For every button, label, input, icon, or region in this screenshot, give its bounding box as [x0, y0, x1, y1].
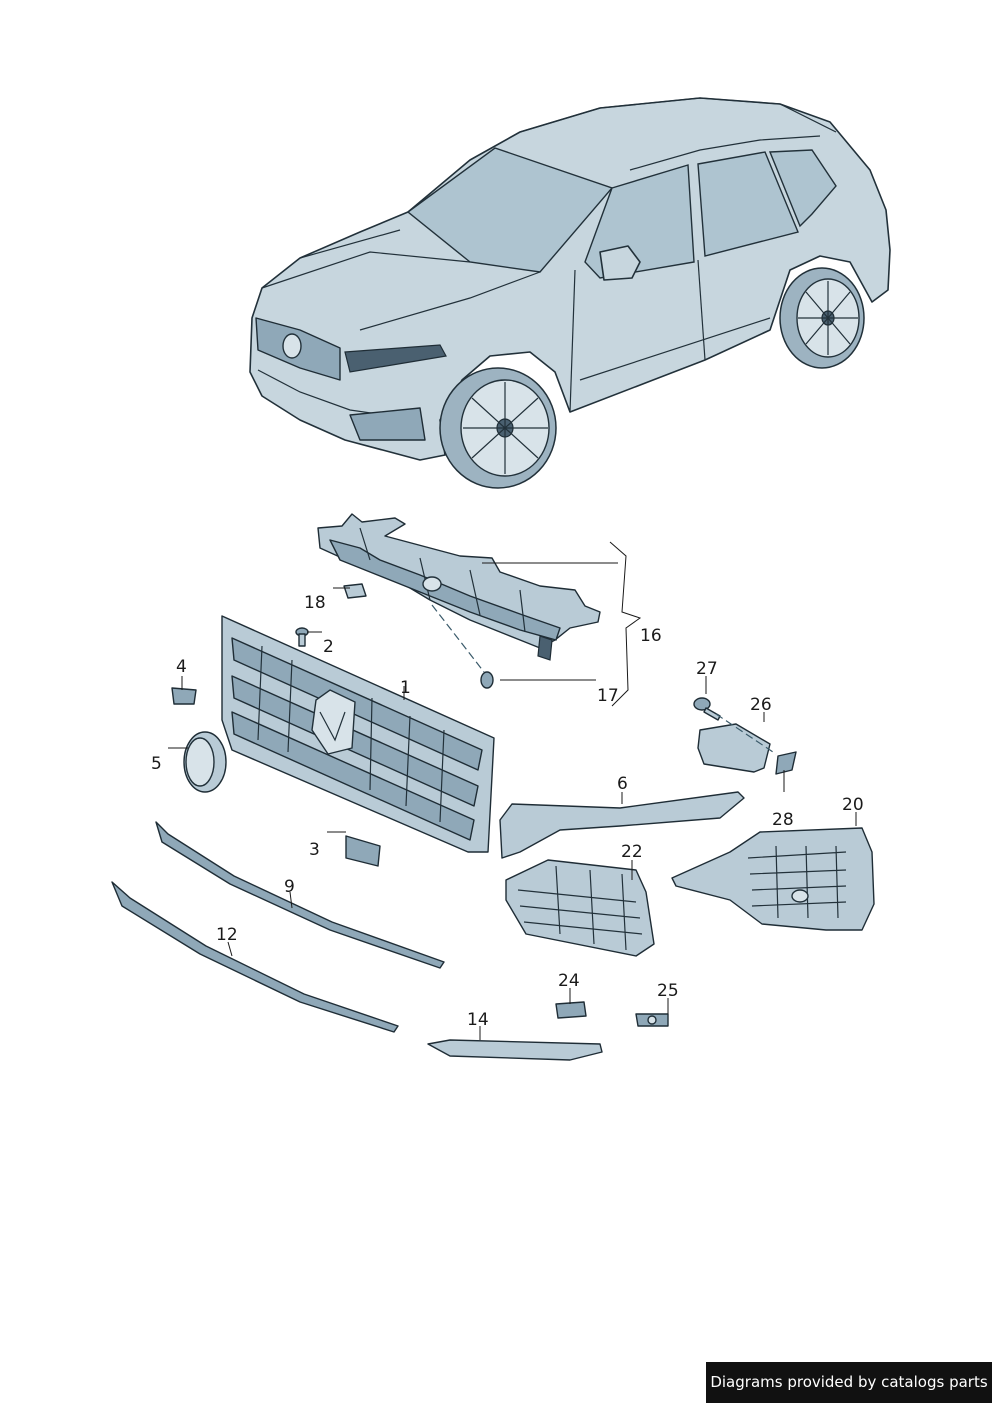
label-part-27: 27: [696, 659, 718, 679]
part-14-trim-strip: [427, 1039, 603, 1061]
part-labels: 1 2 3 4 5 6 9 12 14 16 17 18 20 22 24 25…: [151, 593, 864, 1030]
label-part-14: 14: [467, 1010, 489, 1030]
label-part-17: 17: [597, 686, 619, 706]
part-18-clip: [343, 583, 367, 599]
part-26-bracket: [697, 723, 771, 773]
part-4-bracket: [171, 687, 197, 705]
label-part-1: 1: [400, 678, 411, 698]
label-part-5: 5: [151, 754, 162, 774]
part-16-grille-carrier: [317, 513, 601, 661]
part-25-bracket: [635, 1013, 669, 1027]
part-3-bracket: [345, 835, 381, 867]
part-9-trim-strip: [155, 821, 445, 969]
part-1-radiator-grille: [221, 615, 495, 853]
label-part-25: 25: [657, 981, 679, 1001]
part-28-clip: [775, 751, 797, 775]
leader-lines: [168, 541, 857, 1040]
label-part-26: 26: [750, 695, 772, 715]
part-20-grille-insert-right: [671, 827, 875, 931]
vehicle-illustration: [249, 97, 891, 489]
label-part-6: 6: [617, 774, 628, 794]
credit-banner: Diagrams provided by catalogs parts: [706, 1362, 992, 1403]
label-part-3: 3: [309, 840, 320, 860]
label-part-28: 28: [772, 810, 794, 830]
label-part-22: 22: [621, 842, 643, 862]
label-part-2: 2: [323, 637, 334, 657]
part-6-moulding: [499, 791, 745, 859]
part-12-trim-strip: [111, 881, 399, 1033]
part-24-bracket: [555, 1001, 587, 1019]
label-part-16: 16: [640, 626, 662, 646]
label-part-4: 4: [176, 657, 187, 677]
part-22-grille-insert-left: [505, 859, 655, 957]
label-part-18: 18: [304, 593, 326, 613]
part-17-seal: [480, 671, 494, 689]
label-part-24: 24: [558, 971, 580, 991]
label-part-20: 20: [842, 795, 864, 815]
part-2-screw: [295, 627, 309, 647]
part-27-screw: [693, 697, 721, 721]
label-part-12: 12: [216, 925, 238, 945]
label-part-9: 9: [284, 877, 295, 897]
part-5-emblem-cover: [183, 731, 227, 793]
